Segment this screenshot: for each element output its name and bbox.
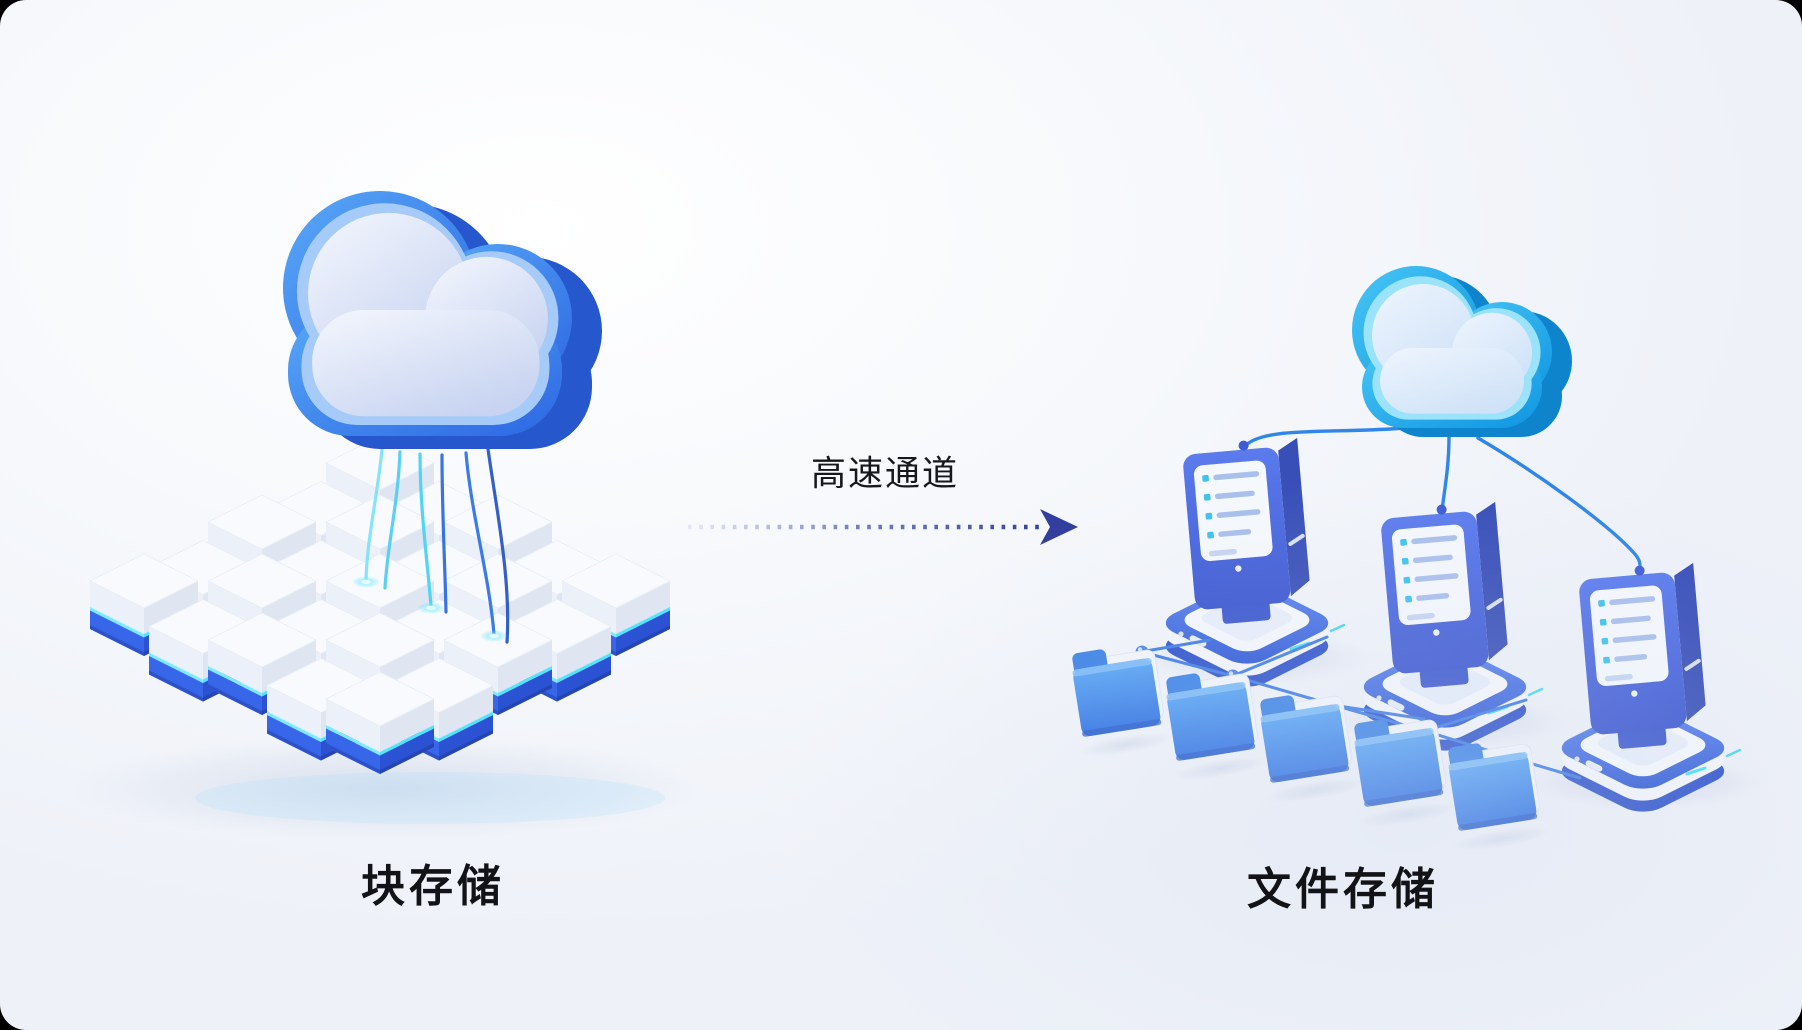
screen-bullet-icon: [1400, 538, 1407, 546]
folder-body: [1073, 658, 1161, 736]
folder-body: [1167, 682, 1255, 760]
screen-bullet-icon: [1603, 656, 1610, 664]
screen-bullet-icon: [1403, 576, 1411, 584]
screen-line: [1411, 535, 1458, 545]
arrow-head-icon: [1040, 509, 1078, 545]
screen-bullet-icon: [1207, 531, 1214, 539]
folder-icon: [1448, 743, 1552, 851]
small-cloud-icon: [1352, 266, 1572, 437]
glint-icon: [1725, 748, 1742, 758]
glint-icon: [1289, 641, 1311, 651]
block-storage-group: [67, 191, 703, 840]
folder-body: [1449, 752, 1537, 830]
platform-slot: [1585, 760, 1603, 772]
screen-line: [1216, 509, 1261, 519]
block-grid: [89, 435, 671, 774]
glint-icon: [1685, 766, 1707, 776]
channel-arrow: [688, 509, 1078, 545]
diagram-art: [67, 191, 1767, 851]
screen-line: [1218, 529, 1252, 537]
channel-label: 高速通道: [810, 454, 960, 494]
folder-icon: [1166, 673, 1270, 781]
screen-bullet-icon: [1401, 557, 1409, 565]
glow-point: [480, 630, 508, 642]
storage-block: [325, 671, 435, 774]
antenna-nub: [1238, 440, 1249, 451]
folder-body: [1355, 728, 1443, 806]
screen-bullet-icon: [1203, 493, 1211, 501]
screen-bullet-icon: [1205, 512, 1213, 520]
screen-line: [1214, 490, 1255, 500]
screen-line: [1406, 612, 1435, 621]
screen-line: [1412, 554, 1453, 564]
folder-body: [1261, 704, 1349, 782]
screen-line: [1612, 634, 1657, 644]
folder-icon: [1354, 719, 1458, 827]
glint-icon: [1527, 687, 1544, 697]
server-icon: [1329, 501, 1569, 751]
server-icon: [1131, 437, 1371, 687]
glow-point: [352, 576, 380, 588]
screen-bullet-icon: [1599, 618, 1607, 626]
screen-line: [1414, 573, 1459, 583]
screen-line: [1604, 673, 1633, 682]
screen-line: [1416, 593, 1450, 601]
server-tower: [1381, 501, 1508, 688]
screen-bullet-icon: [1202, 474, 1209, 482]
screen-line: [1208, 548, 1237, 557]
cloud-icon: [283, 191, 602, 449]
cloud-strings: [364, 447, 510, 644]
server-tower: [1183, 437, 1310, 624]
screen-bullet-icon: [1405, 595, 1412, 603]
glow-point: [417, 602, 445, 614]
file-storage-label: 文件存储: [1247, 865, 1439, 914]
screen-line: [1610, 615, 1651, 625]
glint-icon: [1329, 623, 1346, 633]
antenna-nub: [1436, 504, 1447, 515]
server-icon: [1527, 562, 1767, 812]
screen-line: [1213, 471, 1260, 481]
server-tower: [1579, 562, 1706, 749]
screen-bullet-icon: [1601, 637, 1609, 645]
block-storage-label: 块存储: [361, 862, 505, 911]
screen-line: [1609, 596, 1656, 606]
antenna-nub: [1634, 565, 1645, 576]
screen-bullet-icon: [1598, 599, 1605, 607]
file-storage-group: [1072, 266, 1767, 851]
folder-icon: [1260, 695, 1364, 803]
platform-slot: [1387, 699, 1405, 711]
folder-icon: [1072, 649, 1176, 757]
screen-line: [1614, 654, 1648, 662]
